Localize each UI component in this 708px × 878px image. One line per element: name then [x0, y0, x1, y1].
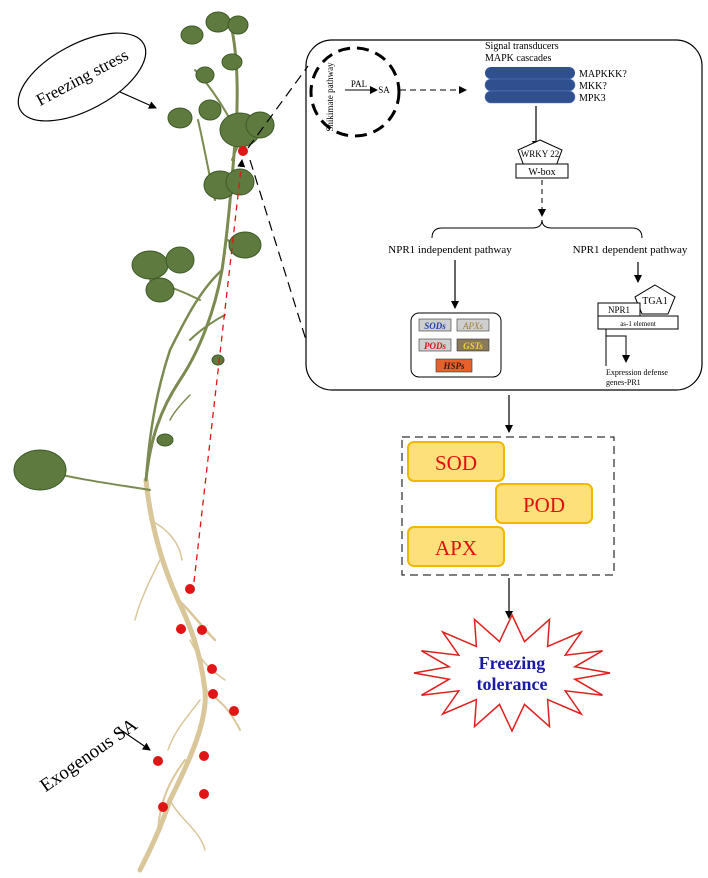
tga1-label: TGA1	[642, 296, 668, 307]
freezing-stress-label: Freezing stress	[17, 32, 157, 122]
apx-label: APX	[435, 536, 477, 560]
freezing-label: Freezing	[479, 653, 546, 673]
mpk3-label: MPK3	[579, 93, 606, 104]
mapk-cascade-stack	[484, 67, 576, 104]
as1-rect	[597, 315, 679, 330]
npr1-dependent-label: NPR1 dependent pathway	[573, 244, 688, 256]
pathway-box	[305, 39, 703, 391]
plant-illustration	[13, 11, 275, 873]
shikimate-label: Shikimate pathway	[325, 62, 335, 132]
mapk-cascades-label: MAPK cascades	[485, 53, 551, 64]
leaf-target-dot	[238, 146, 248, 156]
apx-box	[407, 526, 505, 567]
genes-pr1-label: genes-PR1	[606, 378, 641, 387]
tolerance-burst-star	[413, 613, 611, 733]
sod-label: SOD	[435, 451, 477, 475]
sa-transport-line	[193, 159, 246, 583]
enzyme-dashed-box	[401, 436, 615, 576]
signal-transducers-label: Signal transducers	[485, 41, 559, 52]
hsps-label: HSPs	[442, 361, 465, 371]
leaves	[13, 11, 275, 491]
zoom-line-top	[247, 65, 309, 149]
branch-bracket	[431, 219, 643, 239]
wbox-rect	[515, 163, 569, 179]
mapkkk-label: MAPKKK?	[579, 69, 627, 80]
pod-box	[495, 483, 593, 524]
sa-application-dots	[153, 584, 239, 812]
exogenous-sa-text: Exogenous SA	[36, 714, 141, 796]
tolerance-label: tolerance	[477, 674, 548, 694]
exogenous-sa-label: Exogenous SA	[36, 714, 151, 797]
apxs-label: APXs	[462, 321, 483, 331]
tga1-pentagon	[634, 284, 676, 315]
root-system	[134, 477, 241, 873]
wbox-label: W-box	[528, 167, 555, 178]
pods-label: PODs	[424, 341, 446, 351]
sa-label: SA	[378, 85, 390, 95]
shikimate-circle	[309, 46, 401, 138]
expression-defense-label: Expression defense	[606, 368, 668, 377]
sods-label: SODs	[424, 321, 446, 331]
as1-label: as-1 element	[620, 320, 656, 328]
freezing-stress-text: Freezing stress	[33, 45, 132, 109]
pal-label: PAL	[351, 79, 367, 89]
npr1-label: NPR1	[608, 305, 630, 315]
mkk-label: MKK?	[579, 81, 607, 92]
npr1-independent-label: NPR1 independent pathway	[388, 244, 512, 256]
sod-box	[407, 441, 505, 482]
wrky22-label: WRKY 22	[521, 149, 559, 159]
gsts-label: GSTs	[463, 341, 483, 351]
pod-label: POD	[523, 493, 565, 517]
